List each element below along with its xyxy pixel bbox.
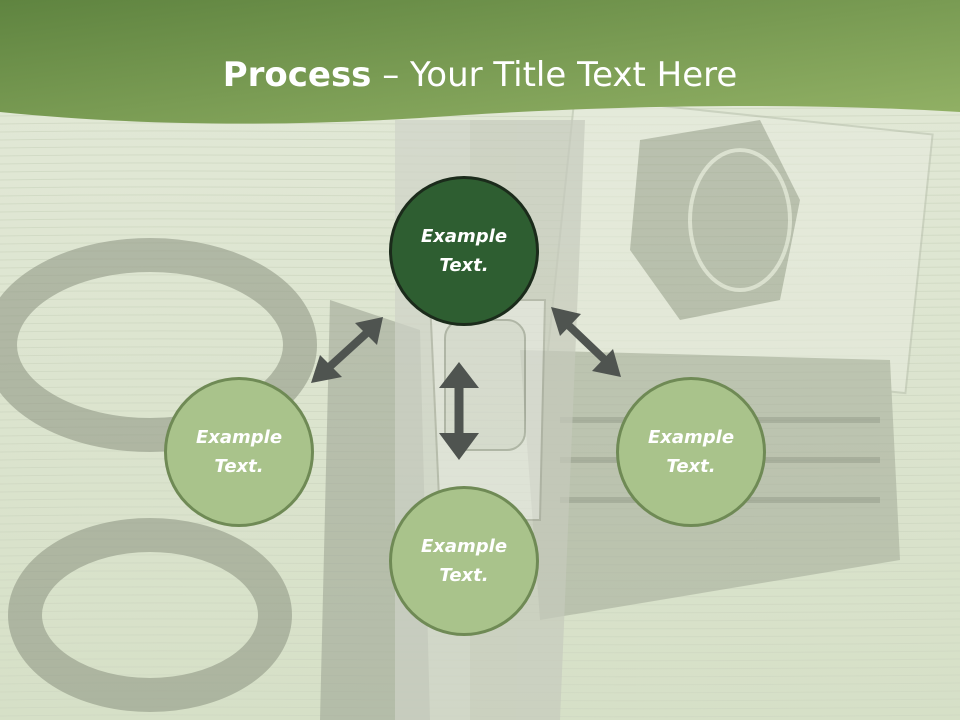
title-bold: Process bbox=[222, 55, 372, 95]
arrow-top-right bbox=[551, 307, 621, 377]
arrow-top-left bbox=[311, 317, 383, 383]
title-rest: – Your Title Text Here bbox=[371, 55, 738, 95]
node-text-line2: Text. bbox=[439, 565, 489, 586]
node-text-line2: Text. bbox=[666, 456, 716, 477]
node-text-line2: Text. bbox=[439, 255, 489, 276]
slide-title: Process – Your Title Text Here bbox=[0, 52, 960, 98]
node-text-line1: Example bbox=[195, 427, 283, 448]
node-text-line2: Text. bbox=[214, 456, 264, 477]
header-band bbox=[0, 0, 960, 124]
node-text-line1: Example bbox=[647, 427, 735, 448]
node-text-line1: Example bbox=[420, 226, 508, 247]
arrow-vertical bbox=[439, 362, 479, 460]
node-text-line1: Example bbox=[420, 536, 508, 557]
